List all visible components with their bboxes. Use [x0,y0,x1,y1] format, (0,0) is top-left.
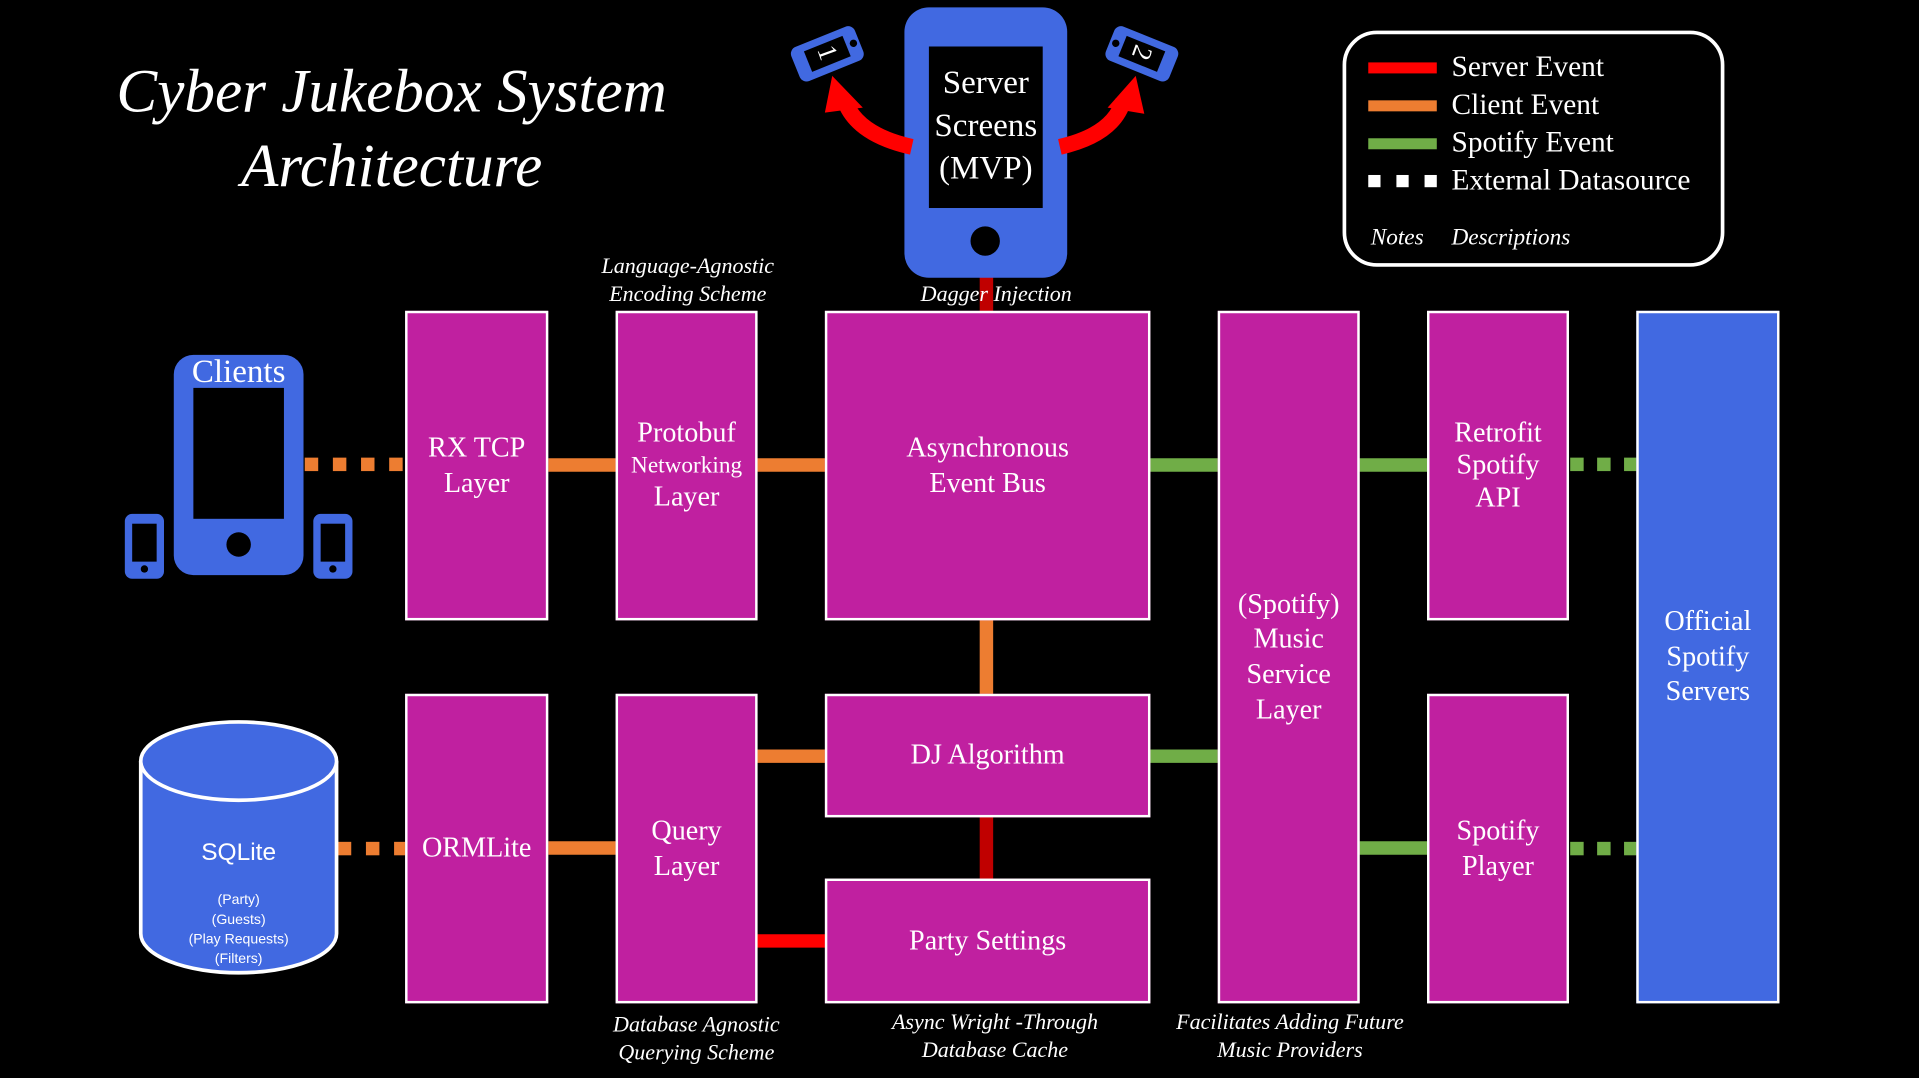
official-spotify-line-1: Official [1664,605,1752,637]
title-line-2: Architecture [240,130,543,200]
dj-line-1: DJ Algorithm [910,739,1065,770]
note-database-cache: Async Wright -Through Database Cache [857,1008,1134,1064]
note-dagger-injection: Dagger Injection [886,280,1106,308]
retrofit-line-1: Retrofit [1454,417,1542,448]
title-line-1: Cyber Jukebox System [116,56,667,125]
screen-1-icon [790,26,864,82]
sqlite-table-filters: (Filters) [214,951,263,967]
note-encoding-scheme: Language-Agnostic Encoding Scheme [575,252,800,308]
note-cache-line-2: Database Cache [921,1037,1069,1063]
legend-label-server-event: Server Event [1451,50,1605,83]
legend-item-client-event: Client Event [1368,89,1599,121]
legend-item-spotify-event: Spotify Event [1368,127,1614,159]
legend-label-spotify-event: Spotify Event [1451,126,1614,159]
note-providers-line-1: Facilitates Adding Future [1176,1009,1404,1034]
official-spotify-line-3: Servers [1665,675,1751,707]
server-screens-line-3: (MVP) [938,149,1033,187]
note-providers-line-2: Music Providers [1217,1037,1363,1063]
ormlite-line-1: ORMLite [421,832,532,863]
note-database-agnostic: Database Agnostic Querying Scheme [580,1011,813,1067]
legend-descriptions-label: Descriptions [1451,225,1571,251]
retrofit-line-3: API [1475,481,1521,513]
protobuf-line-3: Layer [653,481,720,512]
note-encoding-line-1: Language-Agnostic [601,253,775,278]
legend-item-external-datasource: External Datasource [1368,165,1690,197]
client-small-phone-left-icon [124,513,164,579]
dots-clients-to-rx [304,457,403,472]
screen-2-icon [1105,26,1179,82]
note-db-agnostic-line-1: Database Agnostic [613,1011,780,1037]
sqlite-table-play-requests: (Play Requests) [188,932,289,948]
ormlite-box: ORMLite [405,693,549,1004]
dots-player-to-spotify [1570,841,1638,856]
legend-notes-label: Notes [1370,225,1424,251]
server-screens-label: Server Screens (MVP) [929,61,1043,190]
legend-swatch-orange [1368,99,1437,111]
music-service-line-2: Music [1253,623,1324,654]
event-bus-line-2: Event Bus [929,466,1046,498]
legend-swatch-green [1368,137,1437,149]
sqlite-table-guests: (Guests) [211,912,266,928]
protobuf-line-1: Protobuf [637,417,736,448]
note-dagger-line-1: Dagger Injection [920,281,1072,306]
legend: Server Event Client Event Spotify Event … [1342,30,1725,267]
party-settings-line-1: Party Settings [909,924,1067,956]
clients-label: Clients [191,352,286,390]
client-small-phone-right-icon [313,513,353,579]
rx-tcp-line-1: RX TCP [428,431,526,463]
note-future-providers: Facilitates Adding Future Music Provider… [1150,1008,1429,1064]
dots-retrofit-to-spotify [1570,457,1638,472]
official-spotify-line-2: Spotify [1666,640,1750,672]
note-cache-line-1: Async Wright -Through [891,1009,1098,1034]
server-phone-icon [904,7,1068,278]
event-bus-line-1: Asynchronous [906,431,1069,463]
legend-item-server-event: Server Event [1368,51,1604,83]
sqlite-tables: (Party) (Guests) (Play Requests) (Filter… [141,891,337,969]
spotify-player-line-1: Spotify [1456,814,1540,846]
spotify-player-line-2: Player [1462,849,1534,881]
legend-swatch-dots [1368,174,1437,188]
legend-label-client-event: Client Event [1451,88,1600,121]
dots-sqlite-to-orm [337,841,407,856]
query-line-1: Query [651,814,722,846]
note-db-agnostic-line-2: Querying Scheme [618,1040,775,1065]
sqlite-table-party: (Party) [217,893,260,908]
note-encoding-line-2: Encoding Scheme [609,281,767,306]
party-settings-box: Party Settings [824,878,1151,1004]
clients-phone-icon [173,354,304,576]
arrowhead-screen-1 [824,75,863,113]
music-service-line-3: Service [1246,658,1331,689]
server-screens-line-2: Screens [934,106,1038,144]
music-service-line-4: Layer [1255,693,1322,725]
dj-algorithm-box: DJ Algorithm [824,693,1151,818]
diagram-title: Cyber Jukebox System Architecture [73,54,709,203]
protobuf-line-2: Networking [631,452,743,478]
legend-label-external-datasource: External Datasource [1451,164,1691,197]
retrofit-line-2: Spotify [1456,449,1540,480]
music-service-line-1: (Spotify) [1237,587,1340,619]
sqlite-label: SQLite [201,839,277,867]
database-icon [138,720,339,975]
legend-swatch-red [1368,61,1437,73]
arrowhead-screen-2 [1107,75,1145,114]
server-screens-line-1: Server [942,63,1029,101]
query-line-2: Layer [653,849,720,881]
rx-tcp-line-2: Layer [443,466,510,498]
